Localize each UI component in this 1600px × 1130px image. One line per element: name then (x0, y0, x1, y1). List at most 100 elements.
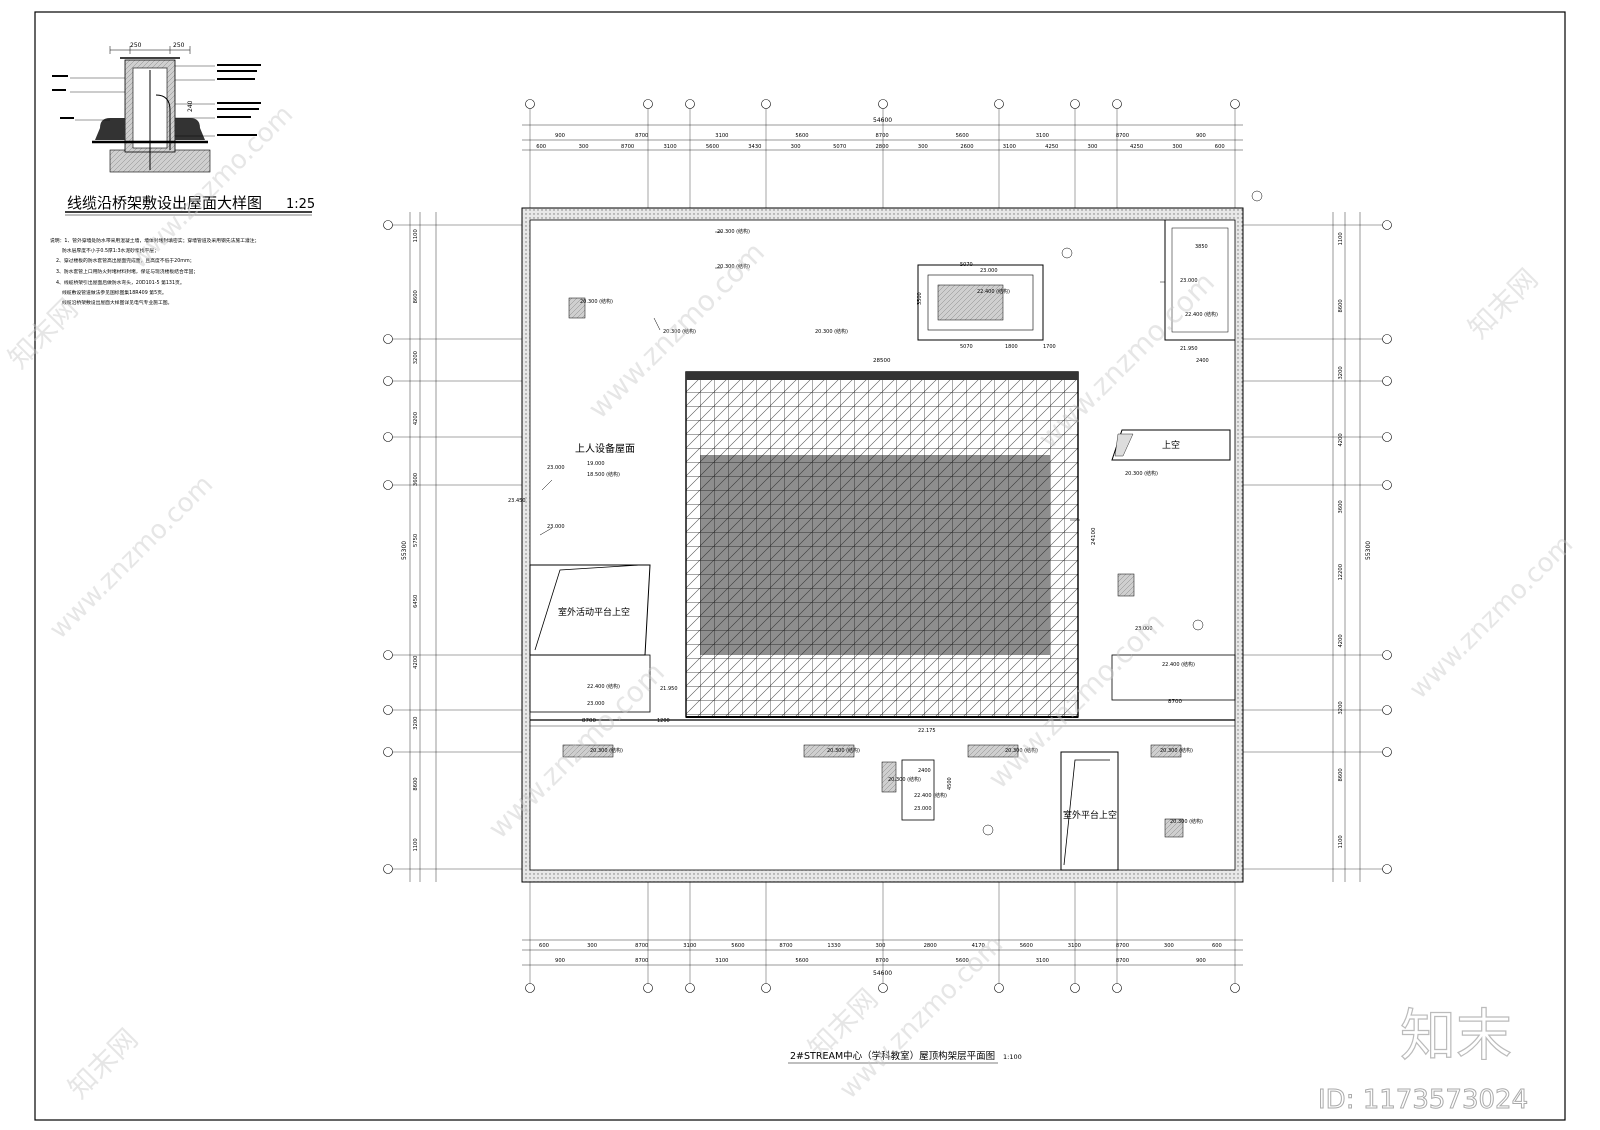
label-dim-24100: 24100 (1091, 527, 1097, 545)
detail-notes: 说明：1、管外穿墙处防水带采用混凝土墙，墙体封堵封填密实；穿墙管道及采用钢先法施… (50, 237, 259, 306)
dim-bottom-inner-14: 600 (1212, 943, 1222, 949)
dim-right-4: 3600 (1338, 500, 1344, 513)
label-elev-21950: 21.950 (660, 686, 678, 692)
label-dim-28500: 28500 (873, 358, 891, 364)
dim-left-6: 6450 (413, 595, 419, 608)
label-elev-23000-b: 23.000 (587, 701, 605, 707)
dim-bottom-inner-1: 300 (587, 943, 597, 949)
label-elev-23000-e: 23.000 (1135, 626, 1153, 632)
detail-dim-1: 250 (130, 42, 142, 49)
dim-top-inner-11: 3100 (1003, 144, 1016, 150)
section-markers (982, 190, 1263, 836)
watermark-site-7: www.znzmo.com (1404, 530, 1579, 705)
dim-bottom-outer-0: 900 (555, 958, 565, 964)
grid-bubbles (383, 99, 1392, 993)
label-elev-19000: 19.000 (587, 461, 605, 467)
dim-left-5: 5750 (413, 534, 419, 547)
dim-left-7: 4200 (413, 656, 419, 669)
dim-top-inner-14: 4250 (1130, 144, 1143, 150)
dim-top-outer-4: 8700 (876, 133, 889, 139)
dim-right-9: 1100 (1338, 835, 1344, 848)
detail-title: 线缆沿桥架敷设出屋面大样图 (67, 194, 262, 212)
dim-right-3: 4200 (1338, 433, 1344, 446)
label-dim-4500: 4500 (947, 777, 953, 790)
label-dim-2400-a: 2400 (1196, 358, 1209, 364)
label-elev-22175: 22.175 (918, 728, 936, 734)
label-elev-20300-i: 20.300 (结构) (1125, 470, 1158, 477)
label-dim-1700: 1700 (1043, 344, 1056, 350)
label-elev-21950-b: 21.950 (1180, 346, 1198, 352)
label-elev-20300-f: 20.300 (结构) (815, 328, 848, 335)
label-elev-20300-k: 20.300 (结构) (717, 263, 750, 270)
label-elev-20300-a: 20.300 (结构) (590, 747, 623, 754)
watermark-brand-1: 知末网 (2, 292, 85, 375)
dim-top-inner-5: 3430 (748, 144, 761, 150)
label-dim-8700-a: 8700 (582, 718, 596, 724)
dim-bottom-outer-8: 900 (1196, 958, 1206, 964)
label-elev-22400-b: 22.400 (结构) (977, 288, 1010, 295)
detail-dim-2: 250 (173, 42, 185, 49)
void-right-outline (1111, 429, 1231, 461)
dim-bottom-inner-9: 4170 (972, 943, 985, 949)
watermark-brand-4: 知末网 (62, 1022, 145, 1105)
dim-bottom-outer-7: 8700 (1116, 958, 1129, 964)
dim-top-inner-3: 3100 (663, 144, 676, 150)
image-id: ID: 1173573024 (1318, 1085, 1528, 1115)
dim-bottom-inner-4: 5600 (731, 943, 744, 949)
label-dim-1800: 1800 (1005, 344, 1018, 350)
label-dim-1200: 1200 (657, 718, 670, 724)
label-elev-20300-g: 20.300 (结构) (663, 328, 696, 335)
dim-top-inner-10: 2600 (960, 144, 973, 150)
label-elev-23000-d: 23.000 (1180, 278, 1198, 284)
sheet-border (34, 11, 1566, 1121)
dim-top-inner-8: 2800 (876, 144, 889, 150)
watermark-site-4: www.znzmo.com (44, 470, 219, 645)
dim-bottom-inner-7: 300 (876, 943, 886, 949)
detail-note-7: 线缆沿桥架敷设出屋面大样图详见电气专业施工图。 (62, 299, 172, 306)
detail-note-6: 线缆敷设管道做法参见国标图集18R409 第5页。 (62, 289, 167, 296)
dim-top-outer-1: 8700 (635, 133, 648, 139)
terrace-void-outline (1060, 751, 1119, 871)
label-elev-18500: 18.500 (结构) (587, 471, 620, 478)
label-elev-20300-j: 20.300 (结构) (717, 228, 750, 235)
label-elev-20300-e: 20.300 (结构) (580, 298, 613, 305)
dim-right-1: 8600 (1338, 299, 1344, 312)
label-elev-22400-c: 22.400 (结构) (1185, 311, 1218, 318)
brand-logo: 知末 (1400, 1004, 1512, 1069)
label-elev-22400-a: 22.400 (结构) (587, 683, 620, 690)
dimension-chains (409, 124, 1361, 966)
label-elev-22400-d: 22.400 (结构) (1162, 661, 1195, 668)
dim-top-outer-6: 3100 (1036, 133, 1049, 139)
dim-right-5: 12200 (1338, 564, 1344, 581)
label-elev-22400-e: 22.400 (结构) (914, 792, 947, 799)
label-dim-3500: 3500 (917, 292, 923, 305)
dim-top-inner-13: 300 (1088, 144, 1098, 150)
dim-top-outer-5: 5600 (956, 133, 969, 139)
dim-top-inner-16: 600 (1215, 144, 1225, 150)
dim-right-7: 3200 (1338, 701, 1344, 714)
dim-top-outer-2: 3100 (715, 133, 728, 139)
label-equip-roof: 上人设备屋面 (575, 442, 635, 455)
overall-width-bottom: 54600 (873, 970, 892, 977)
dim-bottom-outer-1: 8700 (635, 958, 648, 964)
dim-left-8: 3200 (413, 717, 419, 730)
detail-scale: 1:25 (286, 197, 315, 212)
dim-left-1: 8600 (413, 290, 419, 303)
dim-top-inner-2: 8700 (621, 144, 634, 150)
dim-top-outer-7: 8700 (1116, 133, 1129, 139)
dim-bottom-outer-2: 3100 (715, 958, 728, 964)
label-elev-20300-b: 20.300 (结构) (827, 747, 860, 754)
dim-right-0: 1100 (1338, 232, 1344, 245)
watermark-brand-2: 知末网 (1462, 262, 1545, 345)
skylight-shaded (700, 455, 1050, 655)
dim-left-3: 4200 (413, 412, 419, 425)
cable-tray-detail: 250 250 240 (52, 42, 261, 173)
dim-bottom-outer-5: 5600 (956, 958, 969, 964)
plan-labels: 上人设备屋面 19.000 18.500 (结构) 23.000 23.450 … (508, 228, 1218, 825)
dim-bottom-outer-4: 8700 (876, 958, 889, 964)
dim-bottom-inner-5: 8700 (779, 943, 792, 949)
detail-note-5: 4、线缆桥架引出屋面后做防水弯头，20D101-5 第131页。 (56, 279, 185, 286)
dim-top-inner-9: 300 (918, 144, 928, 150)
dim-bottom-inner-3: 3100 (683, 943, 696, 949)
